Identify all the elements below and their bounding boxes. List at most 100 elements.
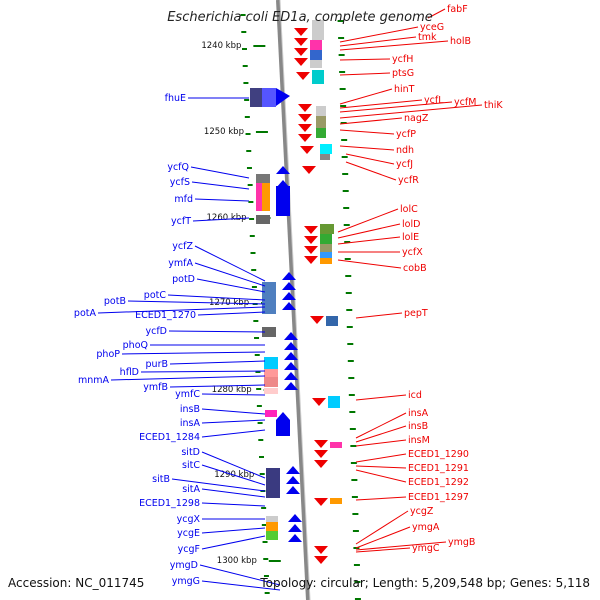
reverse-gene-label: ycfH (392, 54, 413, 65)
reverse-gene-leader (355, 439, 407, 447)
forward-gene-leader (194, 198, 250, 202)
forward-arrow (288, 524, 302, 532)
ruler-tick-right (353, 564, 360, 566)
reverse-gene-block (312, 70, 324, 84)
ruler-tick-left (242, 48, 247, 50)
forward-gene-leader (201, 580, 281, 591)
forward-gene-label: mfd (174, 194, 193, 205)
reverse-gene-block (310, 60, 322, 68)
reverse-gene-leader (355, 496, 407, 501)
forward-gene-label: ycfZ (172, 241, 193, 252)
forward-gene-leader (201, 527, 266, 534)
gene-labels: fhuEycfQycfSmfdycfTycfZymfApotDpotCpotBp… (74, 4, 503, 591)
reverse-gene-leader (339, 26, 419, 43)
reverse-gene-block (316, 116, 326, 128)
reverse-gene-label: ymgA (412, 522, 440, 533)
forward-gene-leader (201, 502, 266, 507)
reverse-gene-label: ycfR (398, 175, 419, 186)
reverse-arrow (314, 556, 328, 564)
reverse-gene-leader (427, 8, 446, 19)
reverse-gene-block (320, 154, 330, 160)
forward-gene-leader (192, 217, 250, 222)
forward-arrow (282, 292, 296, 300)
reverse-gene-label: cobB (403, 263, 427, 274)
ruler-tick-right (349, 411, 356, 413)
reverse-gene-leader (339, 58, 391, 61)
forward-arrow (282, 282, 296, 290)
ruler-major-tick (255, 131, 268, 133)
ruler-tick-left (245, 133, 251, 135)
reverse-gene-label: ycfM (454, 97, 476, 108)
forward-gene-leader (201, 451, 266, 479)
forward-gene-leader (201, 408, 266, 415)
reverse-gene-label: icd (408, 390, 422, 401)
reverse-gene-leader (337, 236, 401, 245)
forward-arrow (284, 372, 298, 380)
reverse-arrow (298, 124, 312, 132)
reverse-gene-label: ycfX (402, 247, 423, 258)
reverse-arrow (294, 48, 308, 56)
ruler-tick-left (251, 269, 257, 271)
forward-gene-block (264, 357, 278, 369)
forward-gene-label: purB (146, 359, 168, 370)
forward-gene-block (266, 531, 278, 540)
ruler-tick-left (247, 184, 253, 186)
reverse-gene-label: hinT (394, 84, 415, 95)
ruler-tick-left (254, 354, 260, 356)
forward-gene-label: sitC (182, 460, 200, 471)
ruler-label: 1300 kbp (217, 556, 257, 566)
forward-gene-leader (196, 278, 266, 293)
forward-gene-label: ycgX (177, 514, 201, 525)
forward-gene-leader (201, 488, 266, 498)
forward-gene-label: phoP (96, 349, 120, 360)
reverse-gene-label: ycfL (424, 95, 444, 106)
reverse-arrow (314, 460, 328, 468)
forward-gene-leader (201, 535, 266, 550)
forward-gene-label: ycfT (171, 216, 191, 227)
ruler-tick-right (338, 37, 345, 39)
ruler-tick-left (242, 65, 248, 67)
forward-gene-leader (201, 464, 266, 486)
forward-gene-leader (168, 330, 266, 333)
reverse-gene-block (310, 40, 322, 50)
reverse-gene-block (326, 316, 338, 326)
ruler-tick-right (350, 462, 357, 464)
ruler-tick-left (261, 524, 267, 526)
reverse-gene-label: tmk (418, 32, 437, 43)
ruler-tick-right (350, 445, 357, 447)
forward-gene-leader (169, 360, 266, 365)
ruler-tick-right (346, 309, 353, 311)
reverse-arrow (304, 256, 318, 264)
reverse-arrow (314, 546, 328, 554)
reverse-gene-block (320, 252, 332, 258)
ruler-tick-right (348, 377, 355, 379)
reverse-arrow (314, 450, 328, 458)
reverse-gene-label: ndh (396, 145, 414, 156)
ruler-tick-right (347, 360, 354, 362)
forward-arrow (288, 514, 302, 522)
reverse-gene-leader (355, 547, 411, 553)
reverse-gene-label: ycfJ (396, 159, 413, 170)
reverse-gene-leader (337, 208, 399, 233)
ruler-tick-left (253, 320, 259, 322)
reverse-gene-label: nagZ (404, 113, 429, 124)
forward-arrow (286, 486, 300, 494)
forward-gene-label: ycfQ (167, 162, 189, 173)
reverse-gene-leader (339, 99, 423, 109)
forward-gene-label: ymgG (172, 576, 200, 587)
reverse-gene-leader (345, 161, 397, 181)
forward-gene-block (256, 215, 270, 224)
accession-label: Accession: NC_011745 (8, 576, 145, 590)
ruler-tick-right (339, 71, 346, 73)
ruler-tick-left (244, 99, 250, 101)
ruler-tick-left (263, 558, 269, 560)
forward-gene-label: sitD (181, 447, 200, 458)
reverse-arrow (298, 134, 312, 142)
reverse-gene-leader (339, 104, 483, 119)
ruler-tick-right (342, 190, 349, 192)
forward-gene-label: ycgE (177, 528, 200, 539)
ruler-tick-left (243, 82, 249, 84)
forward-gene-label: ymfA (168, 258, 193, 269)
reverse-gene-block (316, 106, 326, 116)
forward-arrow (282, 272, 296, 280)
